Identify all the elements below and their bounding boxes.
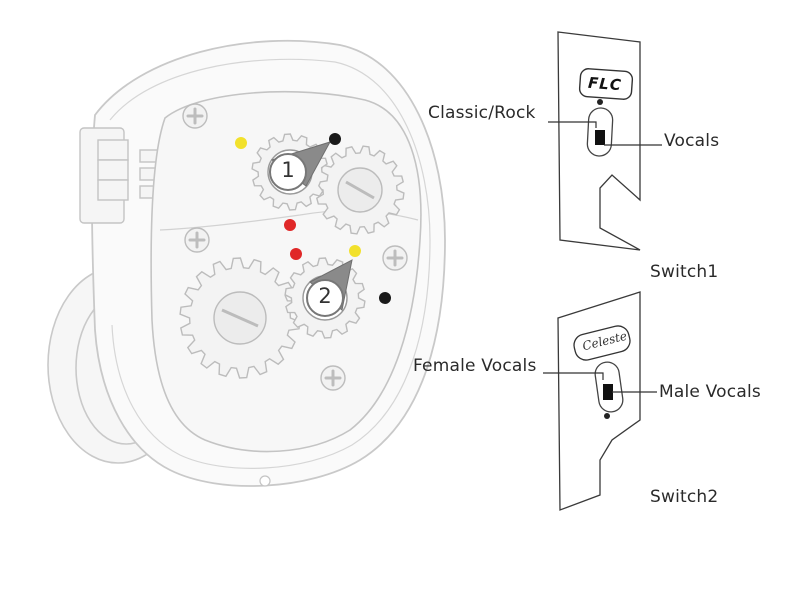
switch1-brand-text: FLC (587, 73, 623, 95)
switch2-slider-knob (603, 384, 613, 400)
switch1-logo-badge (578, 68, 634, 100)
gear-1-center (269, 153, 307, 191)
dot-black-1 (329, 133, 341, 145)
switch1-caption: Switch1 (650, 262, 719, 282)
dot-yellow-2 (349, 245, 361, 257)
gear-2-label: 2 (318, 284, 332, 308)
mmcx-connector (79, 127, 163, 224)
switch1-right-label: Vocals (664, 131, 720, 151)
switch1-left-label: Classic/Rock (428, 103, 536, 123)
screw-right (382, 245, 408, 271)
gear-2-center (306, 279, 344, 317)
screw-left (184, 227, 210, 253)
switch1-slider-knob (595, 130, 605, 145)
switch1-left-leader (548, 121, 597, 128)
switch2-caption: Switch2 (650, 487, 719, 507)
switch2-logo-badge (573, 325, 631, 361)
shell-pin (259, 475, 271, 487)
gear-1-label: 1 (281, 158, 295, 182)
switch2-indicator-hole (604, 413, 610, 419)
gear-large-lower (179, 257, 301, 379)
dot-black-2 (379, 292, 391, 304)
switch2-right-label: Male Vocals (659, 382, 761, 402)
dot-red-1 (284, 219, 296, 231)
switch1-indicator-hole (597, 99, 603, 105)
shell-inner-rim (109, 58, 431, 469)
gear-large-upper (315, 145, 405, 235)
switch2-left-leader (543, 372, 604, 380)
dot-red-2 (290, 248, 302, 260)
screw-bottom (320, 365, 346, 391)
screw-top (182, 103, 208, 129)
switch2-left-label: Female Vocals (413, 356, 537, 376)
dot-yellow-1 (235, 137, 247, 149)
